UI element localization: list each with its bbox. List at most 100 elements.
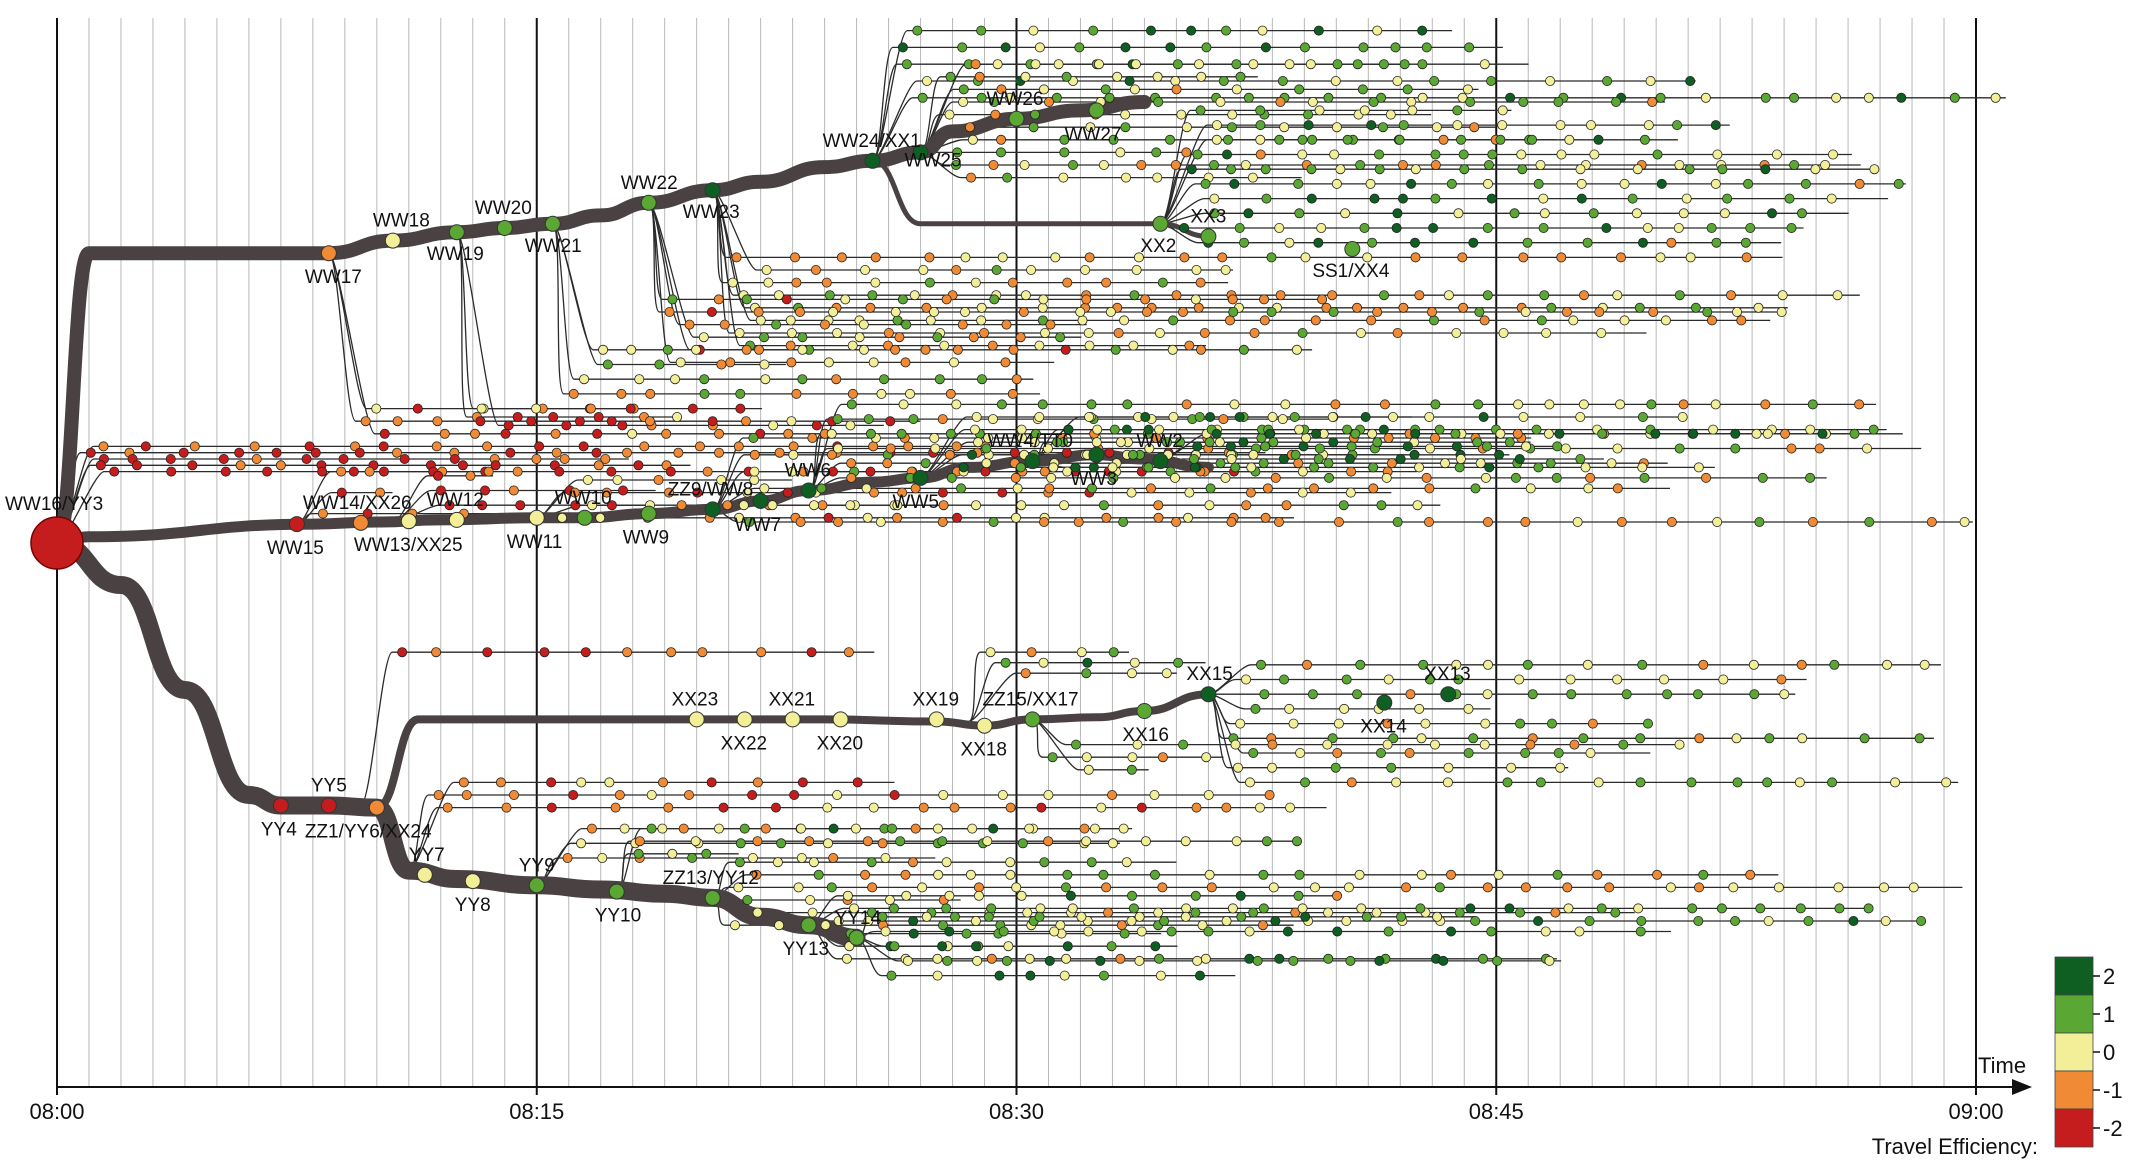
branch-node (826, 449, 837, 460)
branch-node (1749, 689, 1760, 700)
branch-node (1462, 84, 1473, 95)
branch-node (1482, 178, 1493, 189)
branch-node (645, 388, 656, 399)
branch-line (648, 202, 1313, 351)
branch-node (1330, 399, 1341, 410)
branch-node (976, 92, 987, 103)
branch-node (1140, 411, 1151, 422)
branch-node (760, 374, 771, 385)
branch-node (1226, 517, 1237, 528)
branch-node (1184, 340, 1195, 351)
node-label: XX14 (1360, 717, 1407, 738)
branch-node (952, 344, 963, 355)
branch-node (1627, 193, 1638, 204)
branch-node (1796, 208, 1807, 219)
branch-node (618, 485, 629, 496)
branch-node (877, 838, 888, 849)
branch-node (593, 460, 604, 471)
branch-node (432, 416, 443, 427)
branch-node (1732, 777, 1743, 788)
branch-node (865, 466, 876, 477)
branch-node (869, 487, 880, 498)
branch-node (1101, 882, 1112, 893)
branch-node (672, 411, 683, 422)
branch-node (1562, 882, 1573, 893)
branch-node (1361, 911, 1372, 922)
branch-node (902, 955, 913, 966)
branch-node (1455, 453, 1466, 464)
branch-node (1193, 302, 1204, 313)
branch-node (1646, 399, 1657, 410)
branch-node (1544, 399, 1555, 410)
branch-node (989, 97, 1000, 108)
branch-node (1235, 890, 1246, 901)
branch-node (1575, 453, 1586, 464)
branch-node (1482, 222, 1493, 233)
branch-node (918, 264, 929, 275)
branch-node (1300, 777, 1311, 788)
branch-node (1371, 907, 1382, 918)
branch-node (1133, 252, 1144, 263)
node-label: WW13/XX25 (354, 535, 463, 556)
branch-node (952, 147, 963, 158)
branch-node (1189, 453, 1200, 464)
branch-node (1700, 92, 1711, 103)
branch-node (1248, 907, 1259, 918)
branch-node (1360, 411, 1371, 422)
branch-node (786, 357, 797, 368)
branch-node (972, 955, 983, 966)
node-label: XX22 (721, 733, 767, 754)
node-label: ZZ9/WW8 (668, 479, 754, 500)
node-label: WW18 (373, 211, 430, 232)
legend-label: -1 (2103, 1078, 2123, 1103)
branch-node (1153, 907, 1164, 918)
branch-node (1706, 315, 1717, 326)
branch-node (1307, 134, 1318, 145)
branch-node (1227, 109, 1238, 120)
branch-node (1140, 836, 1151, 847)
branch-node (805, 895, 816, 906)
branch-node (1313, 237, 1324, 248)
branch-node (849, 903, 860, 914)
branch-node (626, 344, 637, 355)
branch-node (1070, 462, 1081, 473)
branch-node (1512, 428, 1523, 439)
branch-node (1805, 424, 1816, 435)
branch-node (140, 441, 151, 452)
branch-node (1535, 159, 1546, 170)
branch-node (1149, 790, 1160, 801)
branch-node (729, 920, 740, 931)
branch-node (883, 327, 894, 338)
branch-node (1504, 437, 1515, 448)
node-ww21 (544, 215, 561, 232)
branch-node (1170, 472, 1181, 483)
branch-node (1226, 164, 1237, 175)
branch-node (1990, 92, 2001, 103)
branch-node (1834, 903, 1845, 914)
branch-node (755, 315, 766, 326)
branch-node (360, 416, 371, 427)
node-ww4-tt0 (1024, 453, 1041, 470)
branch-node (973, 882, 984, 893)
branch-node (1732, 306, 1743, 317)
branch-node (1303, 109, 1314, 120)
branch-node (1743, 178, 1754, 189)
branch-node (435, 485, 446, 496)
branch-node (1648, 306, 1659, 317)
branch-node (569, 487, 580, 498)
branch-node (862, 836, 873, 847)
branch-node (1129, 290, 1140, 301)
branch-node (1763, 916, 1774, 927)
branch-node (1267, 762, 1278, 773)
branch-node (1008, 344, 1019, 355)
branch-node (1368, 97, 1379, 108)
branch-node (937, 487, 948, 498)
branch-node (1201, 752, 1212, 763)
branch-node (992, 59, 1003, 70)
branch-node (509, 790, 520, 801)
branch-node (1221, 802, 1232, 813)
branch-node (860, 264, 871, 275)
branch-node (1194, 411, 1205, 422)
branch-node (1306, 193, 1317, 204)
branch-node (1520, 882, 1531, 893)
